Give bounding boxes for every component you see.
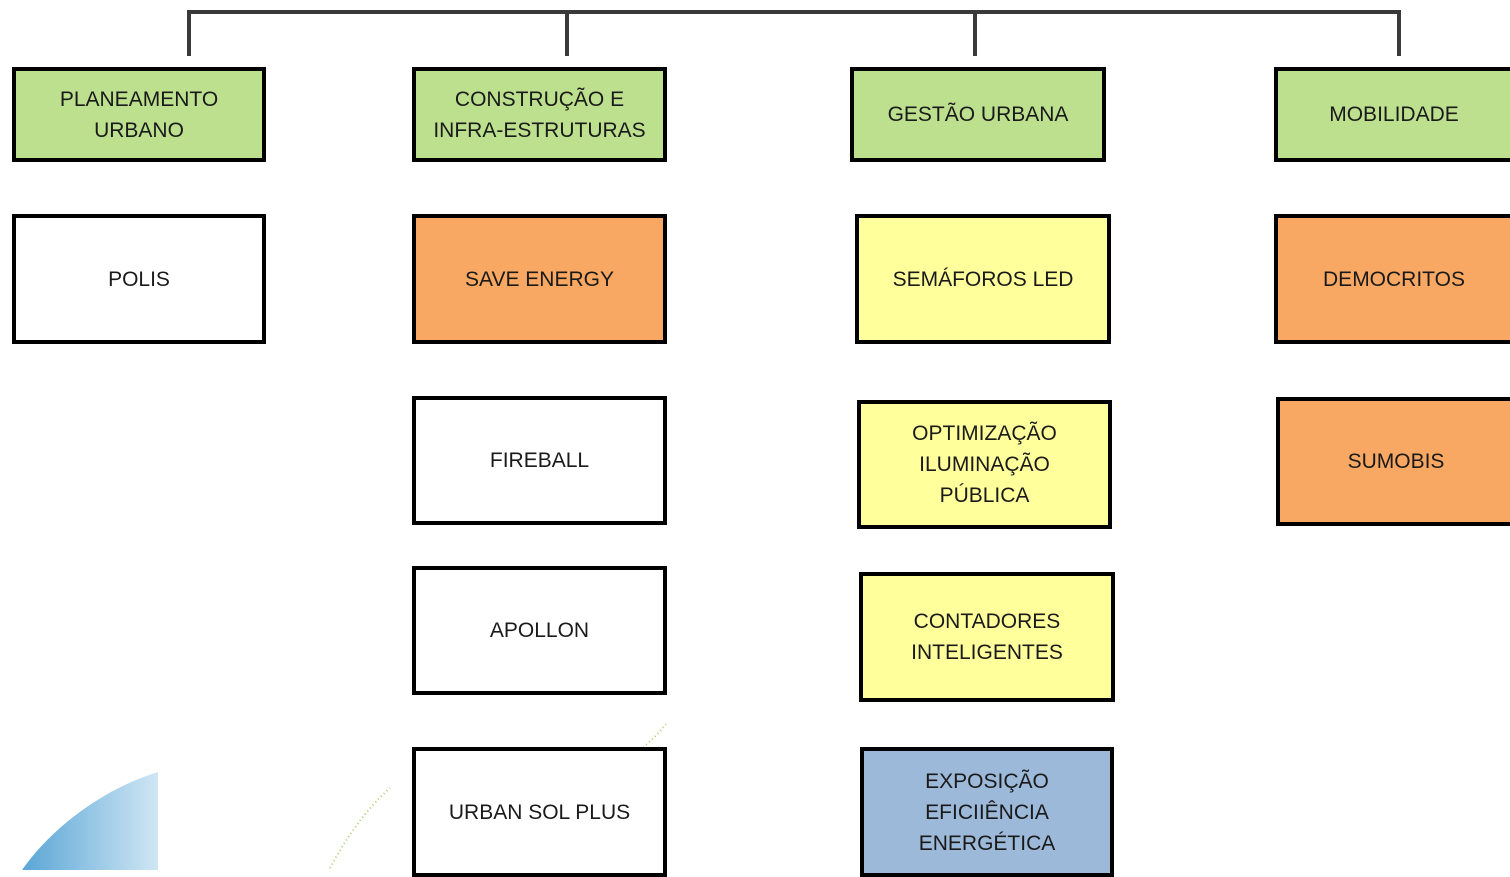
item-polis: POLIS [12, 214, 266, 344]
item-contadores-inteligentes: CONTADORES INTELIGENTES [859, 572, 1115, 702]
connector-drop-construcao [565, 10, 569, 56]
item-semaforos-led: SEMÁFOROS LED [855, 214, 1111, 344]
item-exposicao-eficiencia-energetica: EXPOSIÇÃO EFICIIÊNCIA ENERGÉTICA [860, 747, 1114, 877]
header-planeamento-urbano: PLANEAMENTO URBANO [12, 67, 266, 162]
item-urban-sol-plus: URBAN SOL PLUS [412, 747, 667, 877]
decorative-blue-shape [22, 772, 158, 870]
header-construcao-infra-estruturas: CONSTRUÇÃO E INFRA-ESTRUTURAS [412, 67, 667, 162]
connector-top-line [187, 10, 1401, 14]
item-sumobis: SUMOBIS [1276, 397, 1510, 526]
connector-drop-planeamento [187, 10, 191, 56]
item-democritos: DEMOCRITOS [1274, 214, 1510, 344]
connector-drop-mobilidade [1397, 10, 1401, 56]
connector-drop-gestao [973, 10, 977, 56]
header-gestao-urbana: GESTÃO URBANA [850, 67, 1106, 162]
item-save-energy: SAVE ENERGY [412, 214, 667, 344]
item-optimizacao-iluminacao-publica: OPTIMIZAÇÃO ILUMINAÇÃO PÚBLICA [857, 400, 1112, 529]
item-apollon: APOLLON [412, 566, 667, 695]
item-fireball: FIREBALL [412, 396, 667, 525]
header-mobilidade: MOBILIDADE [1274, 67, 1510, 162]
